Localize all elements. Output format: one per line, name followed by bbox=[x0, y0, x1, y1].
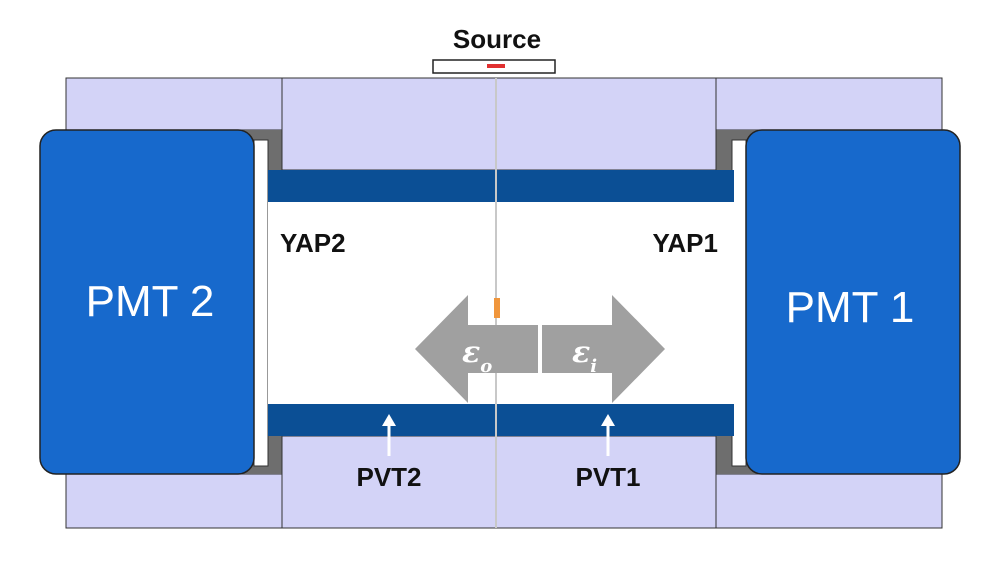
pvt1-strip-bottom bbox=[496, 404, 734, 436]
pvt2-strip-bottom bbox=[268, 404, 496, 436]
pvt1-label: PVT1 bbox=[575, 462, 640, 492]
pmt2-body bbox=[39, 129, 255, 475]
epsilon-in-label: εi bbox=[572, 335, 597, 377]
housing-left-top bbox=[65, 77, 283, 131]
pmt1-label: PMT 1 bbox=[786, 283, 915, 332]
housing-top-left-block bbox=[281, 77, 497, 171]
pmt2-label: PMT 2 bbox=[86, 277, 215, 326]
housing-right-bottom bbox=[715, 473, 943, 529]
pvt1-pointer-arrow bbox=[601, 414, 615, 456]
pvt2-pointer-arrow bbox=[382, 414, 396, 456]
housing-bottom-right-block bbox=[495, 435, 717, 529]
yap1-label: YAP1 bbox=[652, 228, 718, 258]
pmt1-body bbox=[745, 129, 961, 475]
pvt1-strip-top bbox=[496, 170, 734, 202]
pvt2-strip-top bbox=[268, 170, 496, 202]
epsilon-in-arrow bbox=[542, 295, 665, 403]
light-guide-left bbox=[253, 139, 269, 467]
light-guide-right bbox=[731, 139, 747, 467]
housing-right-top bbox=[715, 77, 943, 131]
yap2-label: YAP2 bbox=[280, 228, 346, 258]
source-mark bbox=[487, 64, 505, 68]
epsilon-out-label: εo bbox=[462, 335, 492, 377]
center-source-mark bbox=[494, 298, 500, 318]
pvt2-label: PVT2 bbox=[356, 462, 421, 492]
source-label: Source bbox=[453, 24, 541, 54]
housing-left-bottom bbox=[65, 473, 283, 529]
housing-top-right-block bbox=[495, 77, 717, 171]
epsilon-out-arrow bbox=[415, 295, 538, 403]
